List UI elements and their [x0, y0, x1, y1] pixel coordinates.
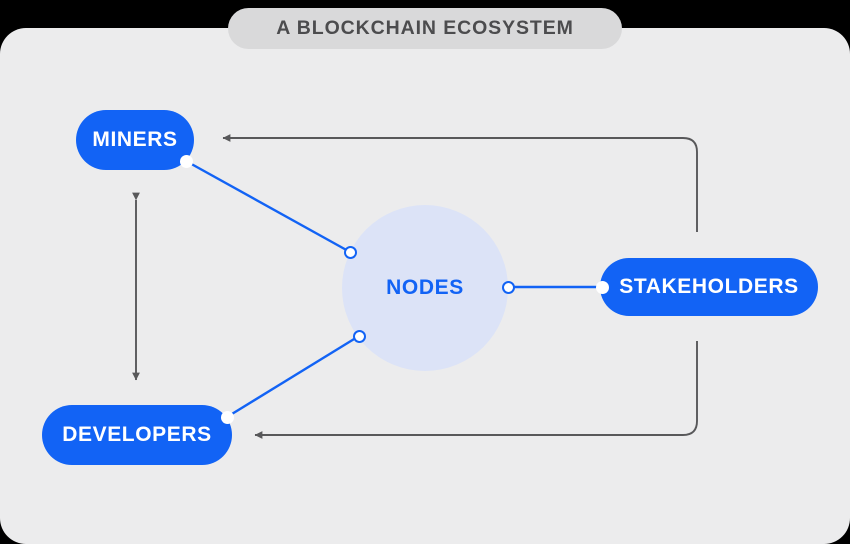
edge-stakeholders-to-miners [222, 134, 698, 232]
connector-dot-miners [180, 155, 193, 168]
node-nodes[interactable]: NODES [342, 205, 508, 371]
edge-stakeholders-to-developers [254, 341, 698, 439]
node-miners[interactable]: MINERS [76, 110, 194, 170]
page-title: A BLOCKCHAIN ECOSYSTEM [276, 17, 574, 39]
connector-dot-nodes-upper-left [344, 246, 357, 259]
diagram-title-pill: A BLOCKCHAIN ECOSYSTEM [228, 8, 622, 49]
node-developers-label: DEVELOPERS [62, 423, 212, 446]
node-developers[interactable]: DEVELOPERS [42, 405, 232, 465]
connector-dot-nodes-right [502, 281, 515, 294]
node-miners-label: MINERS [92, 128, 178, 151]
connector-dot-nodes-lower-left [353, 330, 366, 343]
edge-miners-nodes [185, 159, 351, 254]
node-stakeholders[interactable]: STAKEHOLDERS [600, 258, 818, 316]
connector-dot-stakeholders [596, 281, 609, 294]
connector-dot-developers [221, 411, 234, 424]
node-nodes-label: NODES [386, 276, 464, 299]
edge-developers-nodes [226, 334, 360, 419]
node-stakeholders-label: STAKEHOLDERS [619, 275, 799, 298]
